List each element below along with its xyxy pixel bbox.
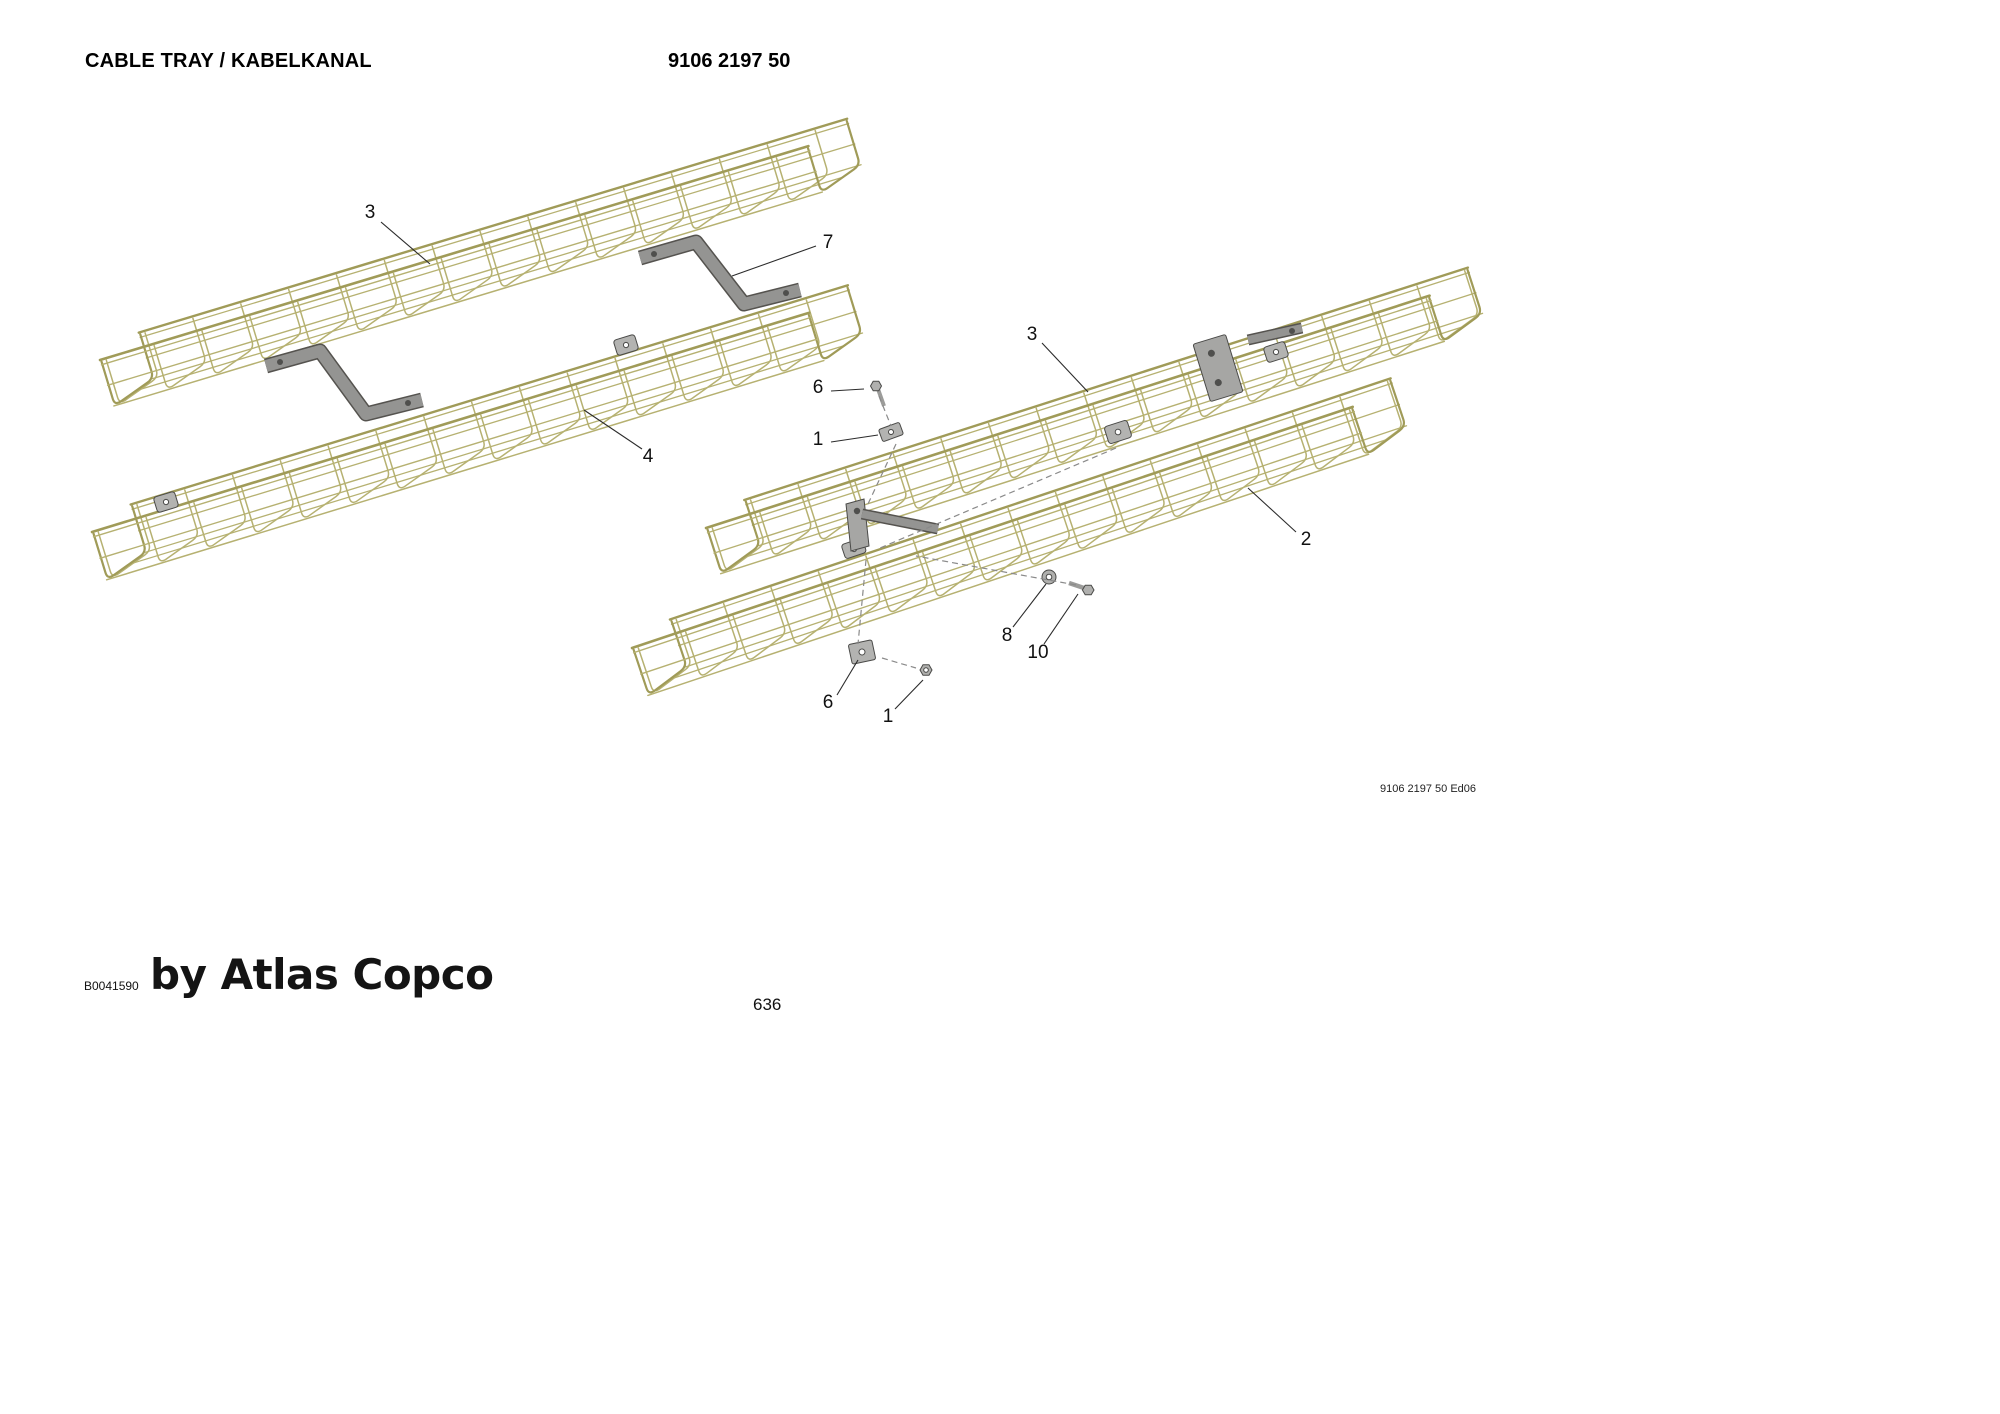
- callout-7: 7: [822, 232, 834, 253]
- callout-2: 2: [1300, 529, 1312, 550]
- callout-6-bottom: 6: [822, 692, 834, 713]
- bolt-icon: [1289, 328, 1295, 334]
- assembly-axis-lines: [857, 395, 1117, 669]
- cable-tray: [90, 284, 864, 581]
- hex-bolt-6-top: [869, 380, 886, 407]
- rail-bar: [1246, 322, 1304, 346]
- cable-tray: [704, 266, 1484, 575]
- bolt-icon: [853, 507, 861, 515]
- bolt-icon: [1214, 379, 1222, 387]
- rail-clip: [1263, 341, 1289, 363]
- screw-icon: [405, 400, 411, 406]
- callout-1-top: 1: [812, 429, 824, 450]
- cable-trays: [90, 117, 1484, 697]
- rail-clip: [153, 491, 179, 513]
- angle-bracket: [845, 498, 940, 552]
- hex-nut-1-bottom: [919, 664, 933, 676]
- part-number: 9106 2197 50: [668, 50, 791, 72]
- clamp-clip-1-top: [878, 422, 904, 442]
- screw-icon: [651, 251, 657, 257]
- doc-edition-ref: 9106 2197 50 Ed06: [1380, 783, 1477, 795]
- cable-tray: [630, 377, 1408, 697]
- mounting-hardware: [153, 234, 1304, 676]
- callout-3-right: 3: [1026, 324, 1038, 345]
- brand-logotype: by Atlas Copco: [150, 950, 494, 999]
- callout-leader-lines: [380, 221, 1297, 710]
- square-plate-6-bottom: [848, 639, 876, 665]
- hex-bolt-10: [1068, 580, 1095, 596]
- cable-tray: [98, 117, 862, 407]
- page-number: 636: [753, 995, 782, 1014]
- callout-1-bottom: 1: [882, 706, 894, 727]
- callout-3-left: 3: [364, 202, 376, 223]
- z-bracket-upper: [637, 234, 802, 312]
- callout-6-top: 6: [812, 377, 824, 398]
- joint-plate: [1192, 334, 1244, 402]
- callout-10: 10: [1027, 642, 1049, 663]
- callout-4: 4: [642, 446, 654, 467]
- z-bracket-lower: [263, 343, 424, 422]
- screw-icon: [277, 359, 283, 365]
- screw-icon: [783, 290, 789, 296]
- callout-8: 8: [1001, 625, 1013, 646]
- washer-8: [1041, 569, 1057, 585]
- drawing-code: B0041590: [84, 979, 139, 993]
- cage-nut-clip: [1104, 420, 1132, 444]
- page-title: CABLE TRAY / KABELKANAL: [85, 50, 372, 72]
- rail-clip: [613, 334, 639, 356]
- bolt-icon: [1207, 349, 1215, 357]
